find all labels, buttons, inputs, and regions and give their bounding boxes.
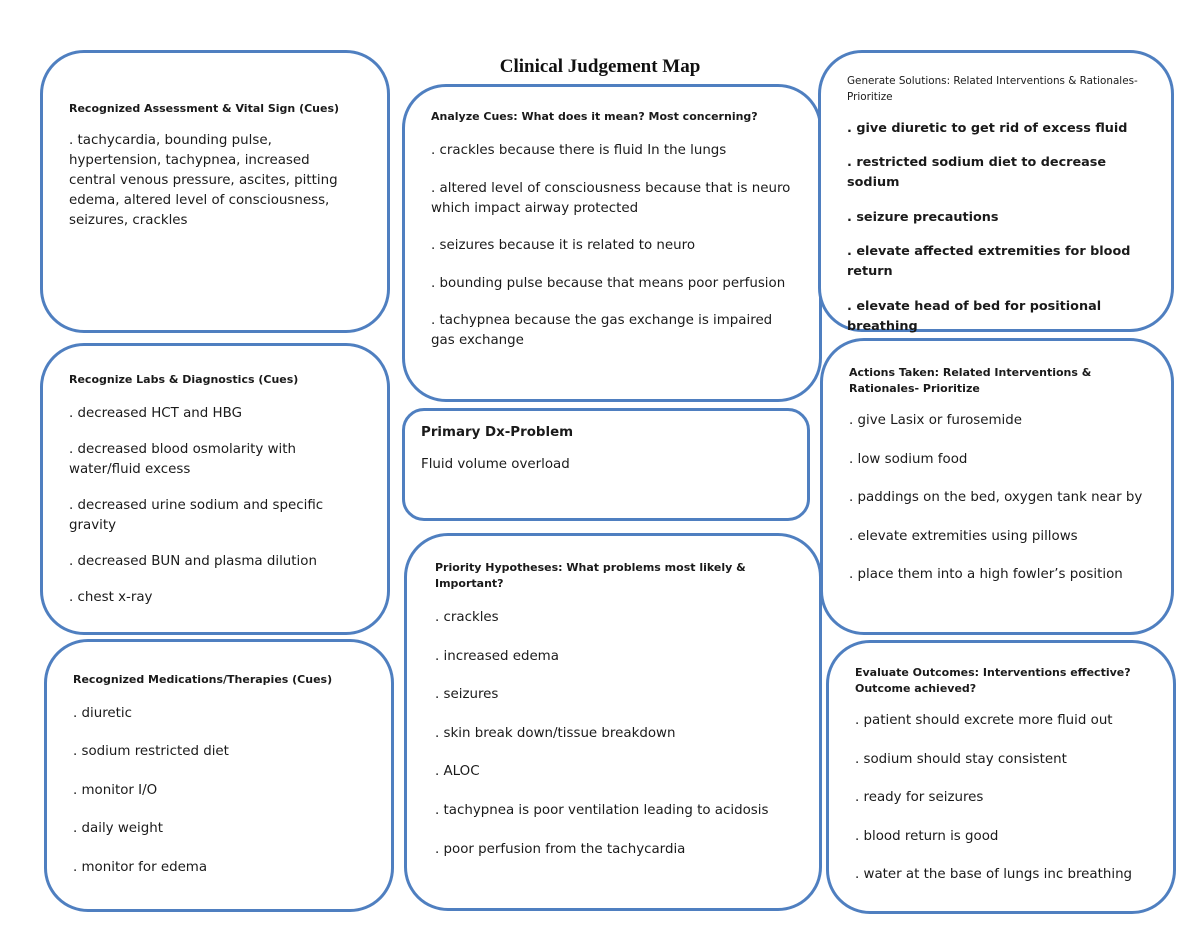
list-item: . water at the base of lungs inc breathi… bbox=[855, 867, 1133, 883]
medications-list: . diuretic . sodium restricted diet . mo… bbox=[73, 704, 361, 878]
assessment-heading: Recognized Assessment & Vital Sign (Cues… bbox=[69, 102, 340, 115]
evaluate-outcomes-box: Evaluate Outcomes: Interventions effecti… bbox=[826, 640, 1176, 914]
list-item: . tachypnea is poor ventilation leading … bbox=[435, 802, 769, 818]
list-item: . ready for seizures bbox=[855, 790, 984, 806]
list-item: . decreased blood osmolarity with water/… bbox=[69, 442, 296, 477]
list-item: . chest x-ray bbox=[69, 590, 153, 605]
assessment-list: . tachycardia, bounding pulse, hypertens… bbox=[69, 131, 357, 231]
evaluate-heading: Evaluate Outcomes: Interventions effecti… bbox=[855, 666, 1131, 695]
list-item: . daily weight bbox=[73, 821, 163, 837]
medications-therapies-box: Recognized Medications/Therapies (Cues) … bbox=[44, 639, 394, 912]
list-item: . bounding pulse because that means poor… bbox=[431, 275, 786, 291]
list-item: . elevate extremities using pillows bbox=[849, 528, 1078, 544]
actions-taken-box: Actions Taken: Related Interventions & R… bbox=[820, 338, 1174, 635]
list-item: . tachypnea because the gas exchange is … bbox=[431, 313, 773, 349]
list-item: . decreased BUN and plasma dilution bbox=[69, 554, 317, 569]
list-item: . ALOC bbox=[435, 764, 480, 780]
priority-list: . crackles . increased edema . seizures … bbox=[435, 608, 791, 860]
actions-heading: Actions Taken: Related Interventions & R… bbox=[849, 366, 1092, 395]
list-item: . increased edema bbox=[435, 648, 559, 664]
primary-heading: Primary Dx-Problem bbox=[421, 425, 574, 440]
list-item: . elevate head of bed for positional bre… bbox=[847, 298, 1102, 334]
assessment-text: . tachycardia, bounding pulse, hypertens… bbox=[69, 133, 338, 228]
labs-heading: Recognize Labs & Diagnostics (Cues) bbox=[69, 373, 299, 386]
list-item: . blood return is good bbox=[855, 828, 999, 844]
analyze-heading: Analyze Cues: What does it mean? Most co… bbox=[431, 110, 758, 123]
evaluate-list: . patient should excrete more fluid out … bbox=[855, 711, 1153, 885]
list-item: . diuretic bbox=[73, 706, 133, 721]
list-item: . give diuretic to get rid of excess flu… bbox=[847, 121, 1128, 136]
list-item: . poor perfusion from the tachycardia bbox=[435, 841, 686, 857]
list-item: . seizures bbox=[435, 687, 499, 703]
list-item: . altered level of consciousness because… bbox=[431, 180, 791, 216]
list-item: . skin break down/tissue breakdown bbox=[435, 725, 676, 741]
list-item: . sodium should stay consistent bbox=[855, 751, 1067, 767]
list-item: . crackles because there is fluid In the… bbox=[431, 143, 727, 158]
medications-heading: Recognized Medications/Therapies (Cues) bbox=[73, 673, 333, 686]
list-item: . decreased HCT and HBG bbox=[69, 406, 242, 421]
labs-diagnostics-box: Recognize Labs & Diagnostics (Cues) . de… bbox=[40, 343, 390, 635]
list-item: . seizures because it is related to neur… bbox=[431, 238, 696, 254]
generate-list: . give diuretic to get rid of excess flu… bbox=[847, 119, 1151, 371]
list-item: . patient should excrete more fluid out bbox=[855, 713, 1113, 728]
priority-heading: Priority Hypotheses: What problems most … bbox=[435, 561, 746, 590]
page-title: Clinical Judgement Map bbox=[499, 56, 701, 77]
primary-problem: Fluid volume overload bbox=[421, 457, 570, 472]
list-item: . sodium restricted diet bbox=[73, 744, 229, 760]
generate-heading: Generate Solutions: Related Intervention… bbox=[847, 75, 1138, 103]
primary-list: Fluid volume overload bbox=[421, 455, 787, 475]
list-item: . monitor for edema bbox=[73, 859, 208, 875]
labs-list: . decreased HCT and HBG . decreased bloo… bbox=[69, 404, 357, 608]
priority-hypotheses-box: Priority Hypotheses: What problems most … bbox=[404, 533, 822, 911]
list-item: . low sodium food bbox=[849, 451, 968, 467]
generate-solutions-box: Generate Solutions: Related Intervention… bbox=[818, 50, 1174, 368]
primary-dx-box: Primary Dx-Problem Fluid volume overload bbox=[402, 408, 810, 521]
list-item: . elevate affected extremities for blood… bbox=[847, 244, 1131, 280]
list-item: . monitor I/O bbox=[73, 782, 158, 798]
actions-list: . give Lasix or furosemide . low sodium … bbox=[849, 411, 1151, 585]
analyze-list: . crackles because there is fluid In the… bbox=[431, 141, 791, 351]
list-item: . give Lasix or furosemide bbox=[849, 413, 1022, 428]
list-item: . place them into a high fowler’s positi… bbox=[849, 567, 1123, 583]
list-item: . crackles bbox=[435, 610, 499, 625]
assessment-cues-box: Recognized Assessment & Vital Sign (Cues… bbox=[40, 50, 390, 333]
list-item: . decreased urine sodium and specific gr… bbox=[69, 498, 324, 533]
list-item: . seizure precautions bbox=[847, 209, 999, 225]
analyze-cues-box: Analyze Cues: What does it mean? Most co… bbox=[402, 84, 822, 402]
list-item: . paddings on the bed, oxygen tank near … bbox=[849, 490, 1143, 506]
list-item: . restricted sodium diet to decrease sod… bbox=[847, 155, 1107, 191]
